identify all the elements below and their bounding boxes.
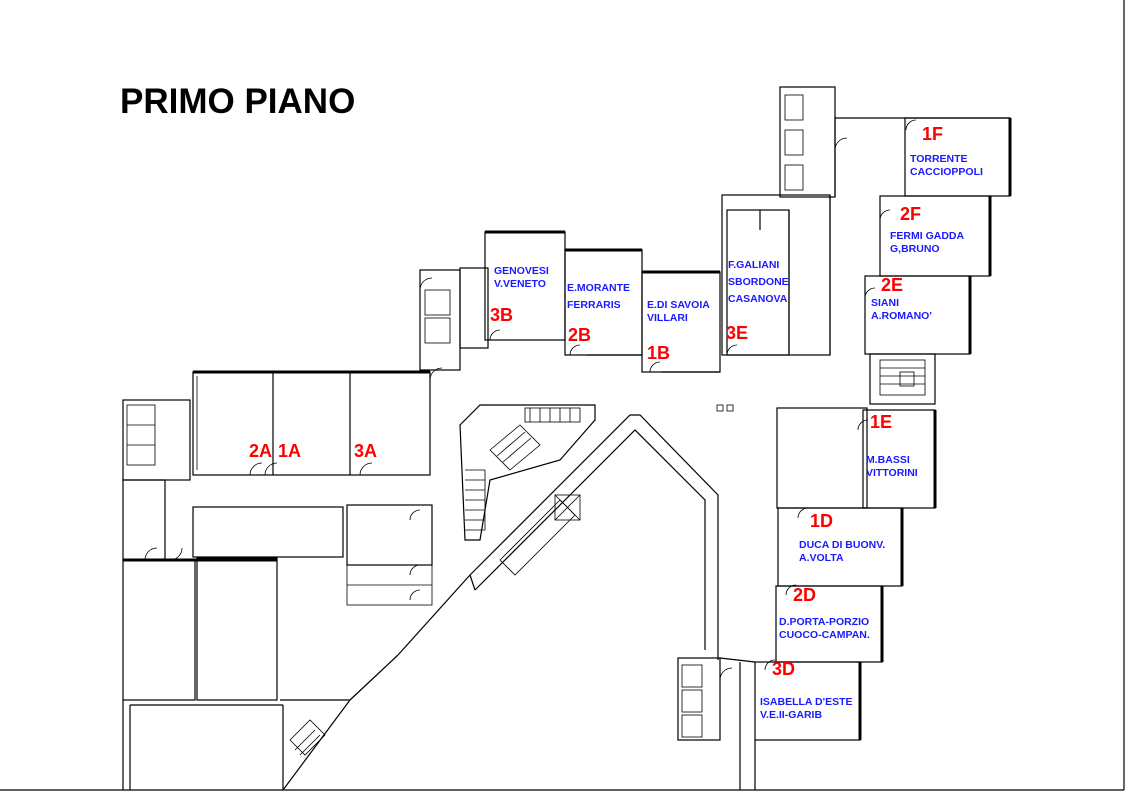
room-3e: 3E F.GALIANI SBORDONE CASANOVA: [726, 259, 789, 343]
room-name: CASANOVA: [728, 293, 788, 305]
room-name: E.DI SAVOIA: [647, 299, 710, 311]
room-code: 1A: [278, 441, 301, 461]
room-code: 2A: [249, 441, 272, 461]
room-code: 2F: [900, 204, 921, 224]
room-1d: 1D DUCA DI BUONV.A.VOLTA: [799, 511, 885, 564]
room-code: 2E: [881, 275, 903, 295]
room-name: VITTORINI: [866, 467, 918, 479]
room-1a: 1A: [278, 441, 301, 461]
room-name: VILLARI: [647, 312, 688, 324]
room-name: FERRARIS: [567, 299, 621, 311]
room-name: DUCA DI BUONV.: [799, 539, 885, 551]
room-name: V.E.II-GARIB: [760, 709, 822, 721]
room-2a: 2A: [249, 441, 272, 461]
room-code: 2B: [568, 325, 591, 345]
floor-title: PRIMO PIANO: [120, 82, 355, 121]
room-3a: 3A: [354, 441, 377, 461]
walls: [122, 86, 1012, 791]
room-code: 3A: [354, 441, 377, 461]
room-name: M.BASSI: [866, 454, 910, 466]
room-code: 1E: [870, 412, 892, 432]
room-name: D.PORTA-PORZIO: [779, 616, 869, 628]
room-name: SBORDONE: [728, 276, 789, 288]
room-name: A.VOLTA: [799, 552, 844, 564]
room-name: CACCIOPPOLI: [910, 166, 983, 178]
room-name: CUOCO-CAMPAN.: [779, 629, 870, 641]
room-name: ISABELLA D'ESTE: [760, 696, 853, 708]
room-code: 1F: [922, 124, 943, 144]
doors: [144, 119, 917, 681]
room-name: TORRENTE: [910, 153, 968, 165]
room-code: 2D: [793, 585, 816, 605]
room-name: FERMI GADDA: [890, 230, 964, 242]
room-name: SIANI: [871, 297, 899, 309]
room-name: F.GALIANI: [728, 259, 779, 271]
room-code: 3D: [772, 659, 795, 679]
room-name: E.MORANTE: [567, 282, 630, 294]
room-code: 1D: [810, 511, 833, 531]
room-2b: 2B E.MORANTE FERRARIS: [567, 282, 630, 345]
room-name: A.ROMANO': [871, 310, 932, 322]
room-name: G,BRUNO: [890, 243, 940, 255]
room-code: 3E: [726, 323, 748, 343]
room-code: 1B: [647, 343, 670, 363]
room-name: GENOVESI: [494, 265, 549, 277]
room-code: 3B: [490, 305, 513, 325]
room-name: V.VENETO: [494, 278, 546, 290]
